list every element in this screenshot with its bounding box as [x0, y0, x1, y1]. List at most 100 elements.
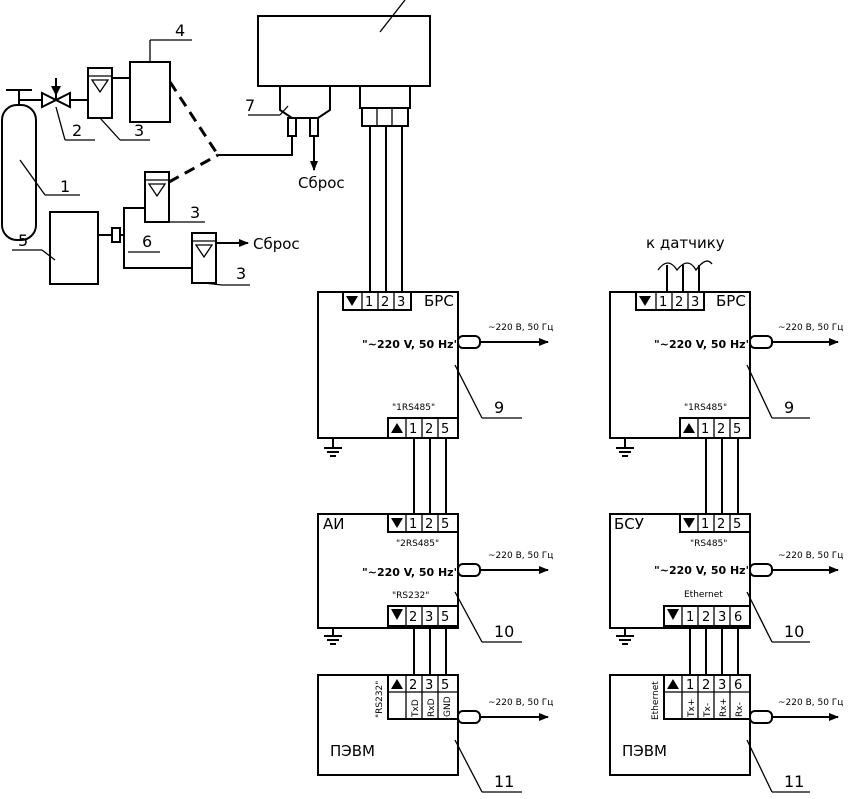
pos-3c: 3: [236, 264, 246, 283]
to-sensor-label: к датчику: [646, 234, 725, 252]
signal: Tx-: [703, 703, 713, 718]
pin: 2: [702, 678, 710, 693]
callout-11: 11: [494, 772, 514, 791]
pin: 6: [734, 678, 742, 693]
signal: RxD: [427, 698, 437, 717]
pin: 3: [691, 295, 699, 310]
iface-label: "RS485": [690, 539, 727, 549]
signal: TxD: [411, 699, 421, 718]
callout-10: 10: [494, 622, 514, 641]
input-arrow-icon: [639, 296, 651, 306]
pin: 3: [397, 295, 405, 310]
input-arrow-icon: [391, 518, 403, 528]
iface-label: "1RS485": [684, 403, 727, 413]
pin: 5: [441, 610, 449, 625]
iface-label: Ethernet: [684, 590, 723, 600]
pos-7: 7: [245, 96, 255, 115]
pin: 2: [425, 422, 433, 437]
pc-port-label: "RS232": [375, 681, 385, 718]
mains-label: ~220 В, 50 Гц: [778, 698, 843, 708]
pin: 2: [675, 295, 683, 310]
pin: 1: [365, 295, 373, 310]
sensor-input: к датчику: [646, 234, 725, 292]
ai-block: АИ 1 2 5 "2RS485" "~220 V, 50 Hz" "RS232…: [317, 513, 553, 645]
pin: 1: [686, 610, 694, 625]
pin: 1: [659, 295, 667, 310]
power-spec: "~220 V, 50 Hz": [362, 338, 459, 351]
needle-valve: [41, 78, 71, 109]
rotameter-3: [191, 232, 217, 284]
pin: 3: [718, 678, 726, 693]
brs-title: БРС: [716, 292, 746, 310]
power-spec: "~220 V, 50 Hz": [362, 566, 459, 579]
mains-label: ~220 В, 50 Гц: [778, 323, 843, 333]
pin: 5: [733, 517, 741, 532]
bidirectional-icon: [667, 609, 679, 620]
pin: 1: [701, 422, 709, 437]
pin: 2: [381, 295, 389, 310]
tee-fitting: [98, 207, 192, 269]
pin: 2: [425, 517, 433, 532]
pos-3b: 3: [190, 203, 200, 222]
pc-title: ПЭВМ: [622, 742, 667, 760]
pin: 5: [441, 517, 449, 532]
brs-block-right: 1 2 3 БРС "~220 V, 50 Hz" "1RS485" 1 2 5…: [609, 291, 843, 457]
pin: 1: [686, 678, 694, 693]
callout-11: 11: [784, 772, 804, 791]
iface-label: "RS232": [392, 591, 429, 601]
mains-label: ~220 В, 50 Гц: [778, 551, 843, 561]
input-arrow-icon: [683, 518, 695, 528]
exhaust-label-2: Сброс: [253, 235, 300, 253]
iface-label: "1RS485": [392, 403, 435, 413]
pin: 3: [718, 610, 726, 625]
pos-4: 4: [175, 21, 185, 40]
callout-9: 9: [494, 398, 504, 417]
unit-5: [49, 211, 99, 285]
sensor-7: [279, 85, 331, 119]
bidirectional-icon: [391, 609, 403, 620]
pin: 5: [441, 422, 449, 437]
pin: 3: [425, 678, 433, 693]
callout-9: 9: [784, 398, 794, 417]
gas-analyzer: [257, 15, 431, 87]
bidirectional-icon: [391, 679, 403, 689]
ai-title: АИ: [323, 515, 344, 533]
pos-5: 5: [18, 231, 28, 250]
pin: 1: [409, 422, 417, 437]
signal: Tx+: [687, 699, 697, 718]
pin: 6: [734, 610, 742, 625]
pin: 2: [702, 610, 710, 625]
pin: 2: [409, 610, 417, 625]
mains-label: ~220 В, 50 Гц: [488, 551, 553, 561]
signal: GND: [443, 696, 453, 717]
signal: Rx-: [735, 702, 745, 717]
pc-title: ПЭВМ: [330, 742, 375, 760]
input-arrow-icon: [346, 296, 358, 306]
power-spec: "~220 V, 50 Hz": [654, 564, 751, 577]
output-arrow-icon: [391, 423, 403, 433]
gas-supply-scheme: 1 2 3 3 3 4 5 6 7 Сброс Сброс: [1, 0, 431, 292]
pc-block-left: 2 3 5 TxD RxD GND "RS232" ПЭВМ ~220 В, 5…: [317, 674, 553, 793]
pos-2: 2: [72, 121, 82, 140]
signal: Rx+: [719, 698, 729, 717]
output-arrow-icon: [683, 423, 695, 433]
bsu-title: БСУ: [614, 515, 644, 533]
gas-cylinder: [1, 104, 37, 241]
exhaust-label-1: Сброс: [298, 174, 345, 192]
pin: 5: [733, 422, 741, 437]
callout-10: 10: [784, 622, 804, 641]
pin: 5: [441, 678, 449, 693]
pin: 1: [701, 517, 709, 532]
brs-block-left: 1 2 3 БРС "~220 V, 50 Hz" "1RS485" 1 2 5…: [317, 291, 553, 457]
bidirectional-icon: [667, 679, 679, 689]
pin: 2: [717, 422, 725, 437]
pc-port-label: Ethernet: [651, 681, 661, 720]
pos-1: 1: [60, 177, 70, 196]
iface-label: "2RS485": [396, 539, 439, 549]
mains-label: ~220 В, 50 Гц: [488, 323, 553, 333]
pin: 2: [717, 517, 725, 532]
pin: 3: [425, 610, 433, 625]
power-spec: "~220 V, 50 Hz": [654, 338, 751, 351]
pc-block-right: 1 2 3 6 Tx+ Tx- Rx+ Rx- Ethernet ПЭВМ ~2…: [609, 674, 843, 793]
